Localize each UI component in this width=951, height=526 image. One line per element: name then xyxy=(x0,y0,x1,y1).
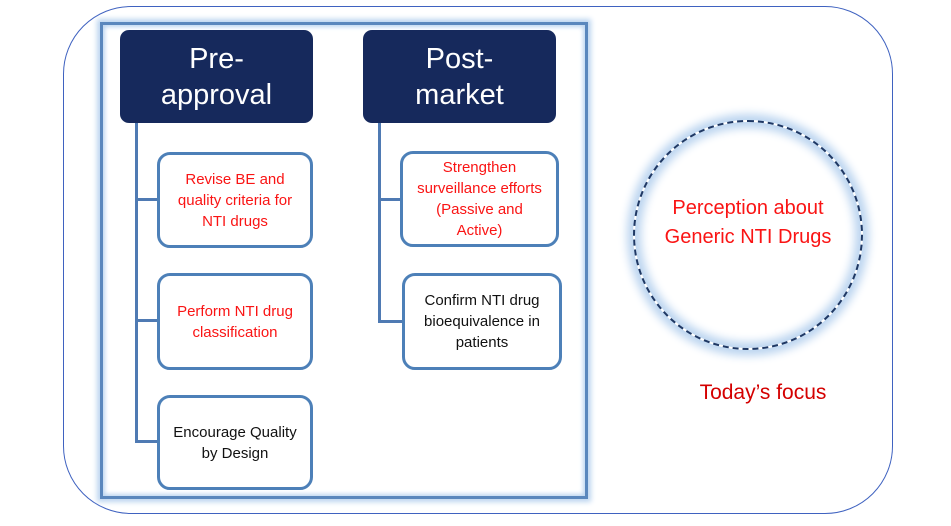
pre-connector-vertical xyxy=(135,123,138,443)
pre-connector-branch-2 xyxy=(135,319,157,322)
post-connector-branch-1 xyxy=(378,198,402,201)
focus-circle-label: Perception about Generic NTI Drugs xyxy=(664,197,832,248)
post-market-header-label: Post- market xyxy=(415,42,504,111)
pre-approval-header-label: Pre- approval xyxy=(160,42,273,111)
item-perform-nti-classification: Perform NTI drug classification xyxy=(157,273,313,370)
focus-circle: Perception about Generic NTI Drugs xyxy=(633,120,863,350)
post-connector-vertical xyxy=(378,123,381,323)
pre-approval-header: Pre- approval xyxy=(120,30,313,123)
item-confirm-bioequivalence: Confirm NTI drug bioequivalence in patie… xyxy=(402,273,562,370)
pre-connector-branch-1 xyxy=(135,198,157,201)
item-strengthen-surveillance: Strengthen surveillance efforts (Passive… xyxy=(400,151,559,247)
post-market-header: Post- market xyxy=(363,30,556,123)
todays-focus-label: Today’s focus xyxy=(699,381,827,404)
post-connector-branch-2 xyxy=(378,320,402,323)
item-encourage-quality-by-design: Encourage Quality by Design xyxy=(157,395,313,490)
item-revise-be-quality-criteria: Revise BE and quality criteria for NTI d… xyxy=(157,152,313,248)
slide-rounded-border xyxy=(63,6,893,514)
pre-connector-branch-3 xyxy=(135,440,157,443)
